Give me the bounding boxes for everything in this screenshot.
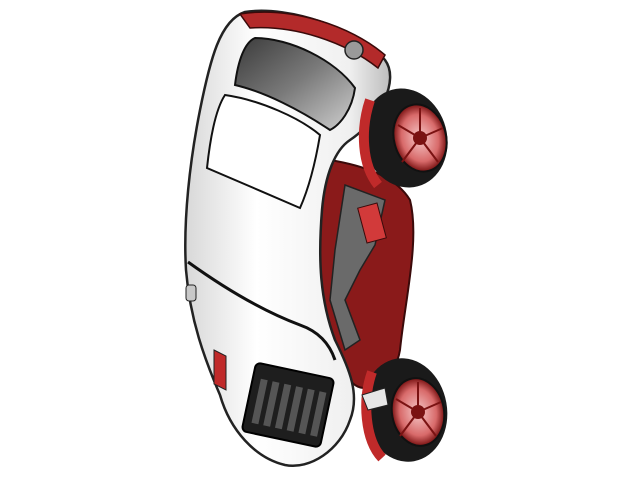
windshield (233, 36, 357, 132)
front-wheel (361, 358, 448, 462)
side-marker (185, 284, 197, 302)
headlight (361, 387, 389, 411)
roof-trim (238, 11, 386, 70)
chassis-block (357, 202, 387, 244)
roof-cap (344, 40, 364, 60)
rear-wheel (358, 88, 448, 189)
front-grille (241, 362, 335, 448)
tail-light (213, 349, 227, 391)
body-crease (187, 260, 337, 361)
rear-window (205, 93, 322, 210)
